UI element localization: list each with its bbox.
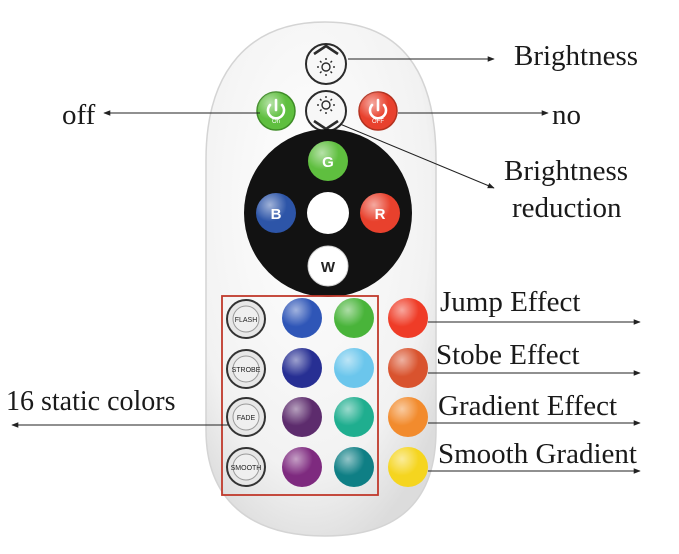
sun-icon bbox=[317, 58, 335, 76]
on-label: no bbox=[552, 99, 581, 131]
color-swatch-button[interactable] bbox=[282, 348, 322, 388]
power-icon bbox=[368, 103, 388, 120]
power-on-tag: On bbox=[272, 119, 280, 125]
green-key-button[interactable]: G bbox=[308, 141, 348, 181]
strobe-button[interactable]: STROBE bbox=[226, 349, 266, 389]
power-off-tag: OFF bbox=[372, 119, 384, 125]
callout-lines bbox=[11, 56, 641, 474]
color-swatch-button[interactable] bbox=[388, 397, 428, 437]
color-swatch-grid bbox=[282, 298, 428, 487]
color-swatch-button[interactable] bbox=[334, 348, 374, 388]
color-swatch-button[interactable] bbox=[334, 298, 374, 338]
brightness-down-button[interactable] bbox=[305, 90, 347, 132]
color-swatch-button[interactable] bbox=[388, 447, 428, 487]
svg-text:SMOOTH: SMOOTH bbox=[231, 465, 262, 472]
power-on-button[interactable]: On bbox=[256, 91, 296, 131]
color-swatch-button[interactable] bbox=[388, 298, 428, 338]
color-swatch-button[interactable] bbox=[334, 397, 374, 437]
svg-text:W: W bbox=[321, 259, 336, 276]
svg-text:R: R bbox=[375, 206, 386, 223]
svg-text:G: G bbox=[322, 154, 334, 171]
svg-text:B: B bbox=[271, 206, 282, 223]
svg-text:FADE: FADE bbox=[237, 415, 256, 422]
red-key-button[interactable]: R bbox=[360, 193, 400, 233]
power-off-button[interactable]: OFF bbox=[358, 91, 398, 131]
gradient-effect-label: Gradient Effect bbox=[438, 390, 618, 422]
jump-effect-label: Jump Effect bbox=[440, 286, 581, 318]
brightness-up-button[interactable] bbox=[305, 43, 347, 85]
color-swatch-button[interactable] bbox=[388, 348, 428, 388]
smooth-gradient-label: Smooth Gradient bbox=[438, 438, 637, 470]
sun-icon bbox=[317, 96, 335, 114]
svg-text:FLASH: FLASH bbox=[235, 317, 258, 324]
brightness-reduction-label-line2: reduction bbox=[512, 192, 622, 224]
static-colors-highlight bbox=[221, 295, 379, 496]
brightness-label: Brightness bbox=[514, 40, 639, 72]
color-swatch-button[interactable] bbox=[282, 298, 322, 338]
blue-key-button[interactable]: B bbox=[256, 193, 296, 233]
static-colors-label: 16 static colors bbox=[6, 386, 176, 417]
color-swatch-button[interactable] bbox=[282, 397, 322, 437]
strobe-effect-label: Stobe Effect bbox=[436, 339, 580, 371]
white-key-button[interactable]: W bbox=[307, 245, 349, 287]
brightness-reduction-label-line1: Brightness bbox=[504, 155, 629, 187]
power-icon bbox=[266, 103, 286, 120]
svg-text:STROBE: STROBE bbox=[232, 367, 261, 374]
center-button[interactable] bbox=[307, 192, 349, 234]
color-swatch-button[interactable] bbox=[334, 447, 374, 487]
off-label: off bbox=[62, 99, 96, 131]
flash-button[interactable]: FLASH bbox=[226, 299, 266, 339]
fade-button[interactable]: FADE bbox=[226, 397, 266, 437]
color-swatch-button[interactable] bbox=[282, 447, 322, 487]
smooth-button[interactable]: SMOOTH bbox=[226, 447, 266, 487]
